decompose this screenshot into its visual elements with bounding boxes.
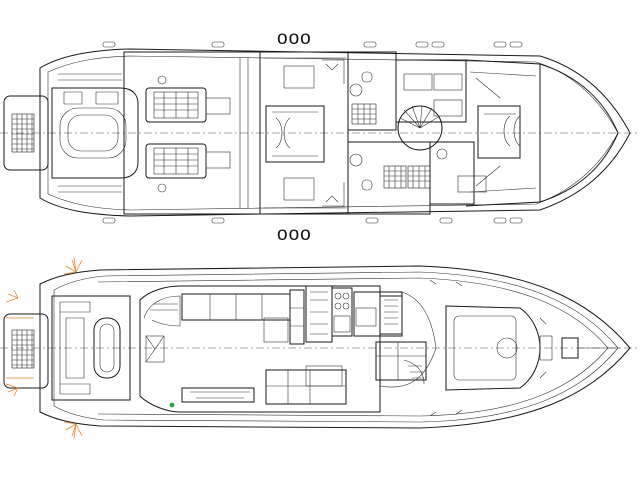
toilet-2	[361, 179, 373, 191]
main-deck-plan	[0, 265, 640, 429]
foredeck-hatch	[496, 337, 518, 359]
forepeak	[539, 63, 619, 203]
guest-cabin-stbd-bed	[457, 175, 487, 193]
cockpit-table-inner	[99, 323, 115, 373]
saloon	[139, 285, 381, 413]
saloon-sideboard	[181, 387, 255, 403]
guest-cabin-port-bed-3	[433, 99, 463, 117]
cockpit-table	[93, 317, 121, 379]
lower-deck-hull-outline	[39, 48, 631, 217]
stern-light-bottom	[63, 421, 83, 439]
port-engine	[145, 75, 231, 123]
guest-cabin-port-bed-1	[403, 73, 433, 91]
helm-station	[353, 291, 403, 337]
guest-cabin-stbd-basin	[436, 148, 448, 160]
starboard-engine	[145, 143, 231, 193]
main-deck-swim-platform	[3, 313, 49, 389]
stern-light-port-lower	[5, 383, 19, 397]
galley-hob	[331, 287, 353, 337]
saloon-coffee-table	[305, 365, 343, 387]
master-bed	[265, 105, 325, 163]
starboard-light	[169, 402, 175, 408]
lower-deck-plan	[0, 41, 640, 224]
saloon-glass-door	[145, 335, 165, 363]
guest-cabin-port	[395, 59, 467, 123]
forward-stairs	[403, 359, 425, 385]
vip-bed-pillows	[484, 113, 521, 147]
tender	[59, 107, 127, 159]
engine-room-bulkhead-detail	[239, 58, 249, 208]
stern-light-top	[63, 257, 83, 275]
starboard-porthole-marks: ooo	[277, 224, 312, 245]
saloon-aft-stairs	[143, 295, 181, 327]
saloon-glass-door-diagonal	[145, 335, 165, 363]
cockpit	[51, 295, 131, 401]
garage-details	[58, 73, 122, 193]
sunpad-cushion	[453, 315, 517, 381]
wash-basin-1	[349, 83, 363, 97]
main-deck-hull-line-3	[97, 277, 609, 417]
vip-cabin	[465, 59, 541, 207]
master-wardrobe-port	[283, 65, 315, 89]
main-deck-bulwark	[53, 271, 619, 423]
dining-table	[355, 307, 377, 327]
helm-seat	[375, 341, 427, 381]
port-porthole-marks: ooo	[277, 28, 312, 49]
galley	[305, 285, 333, 343]
master-cabin-furniture	[264, 57, 346, 209]
main-deck-stern-grille	[11, 329, 35, 369]
stern-light-bracket-port	[6, 317, 34, 379]
toilet-1	[361, 71, 373, 83]
saloon-window-fwd	[379, 347, 437, 388]
lower-deck-staircase	[397, 105, 443, 151]
lower-deck-side-marks	[102, 41, 523, 224]
master-bed-pillows	[272, 111, 318, 157]
vip-cabin-furniture	[469, 71, 537, 193]
vip-bed	[477, 105, 521, 159]
guest-cabin-stbd	[429, 141, 475, 205]
helm-window-line	[401, 291, 437, 349]
tender-inner	[67, 114, 119, 152]
helm-console	[379, 295, 403, 335]
master-wardrobe-stbd	[283, 177, 315, 201]
main-stern-grille-lines	[12, 330, 34, 368]
guest-cabin-port-bed-2	[433, 73, 463, 91]
cockpit-benches	[59, 301, 91, 395]
saloon-sofa-port-chaise	[263, 317, 289, 343]
master-cabin	[259, 51, 349, 215]
wash-basin-2	[349, 153, 363, 167]
stern-light-port-upper	[5, 289, 19, 303]
anchor-windlass-1	[539, 335, 553, 361]
main-deck-side-hardware	[429, 279, 547, 417]
stern-lights	[5, 257, 83, 439]
saloon-cabinet-port	[289, 289, 305, 345]
